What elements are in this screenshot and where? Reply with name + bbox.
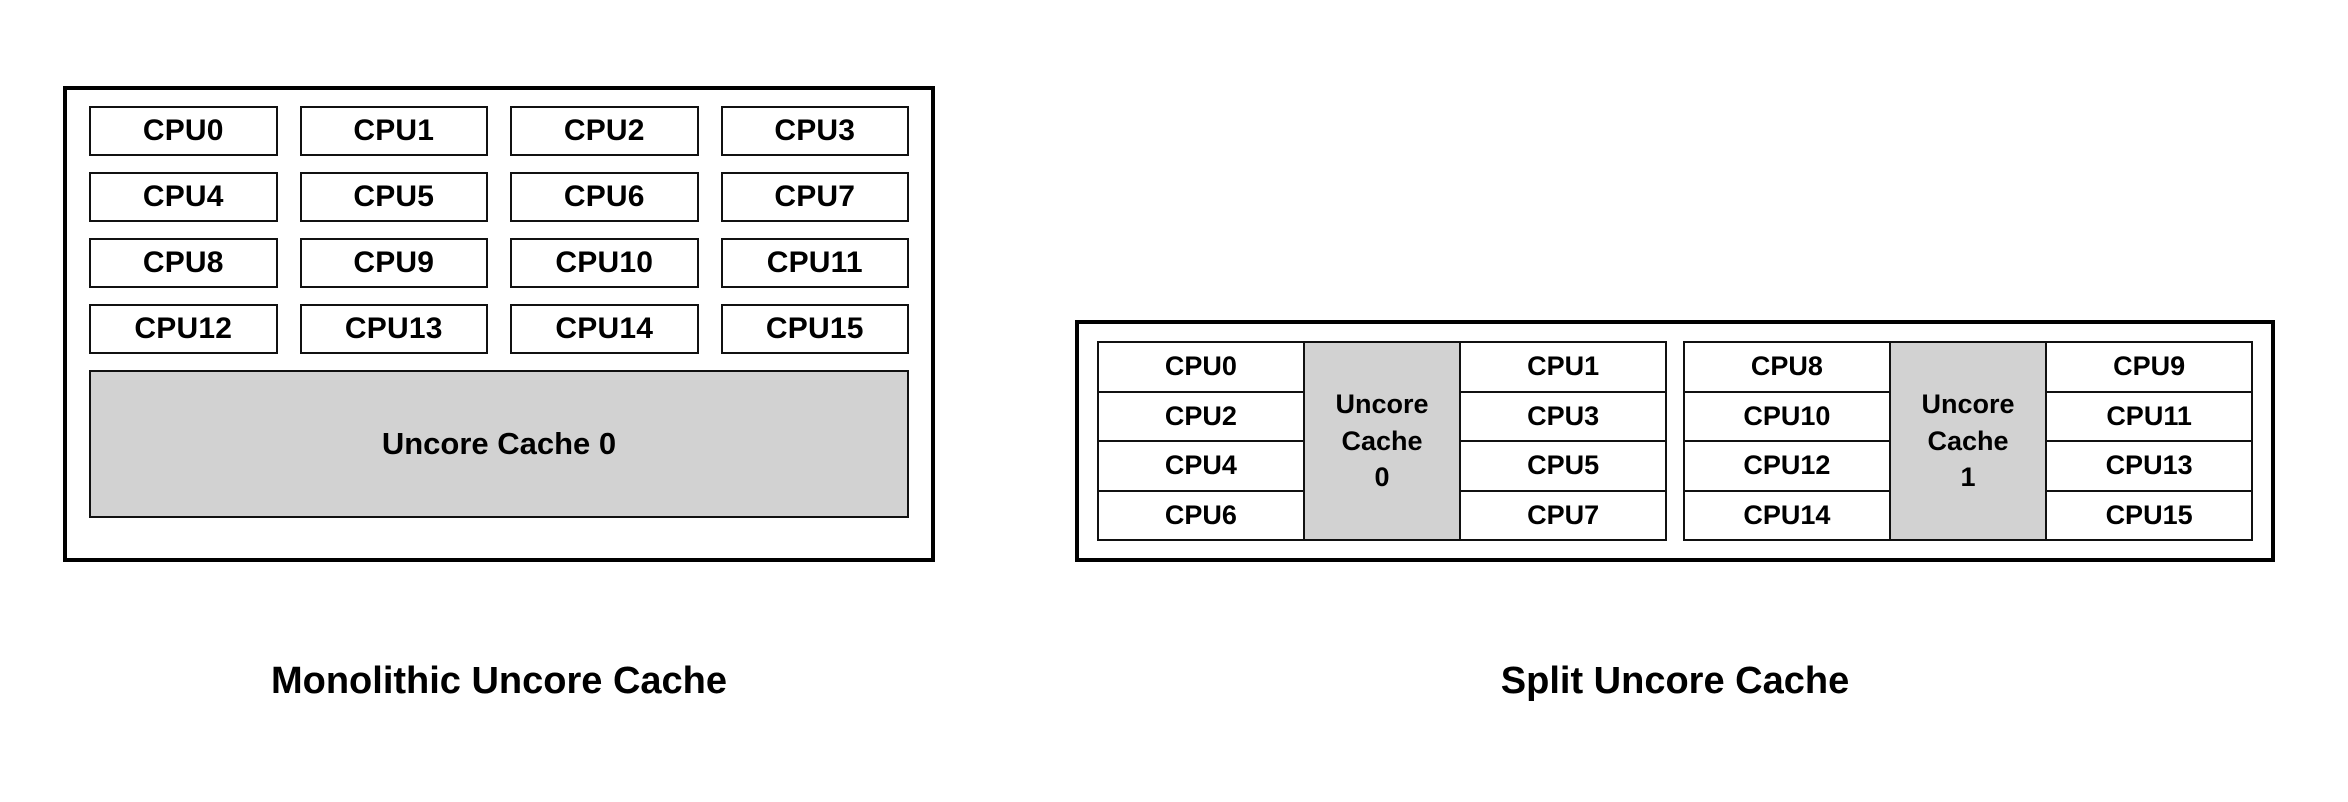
- cpu-box: CPU0: [89, 106, 278, 156]
- uncore-cache-label-line2: Cache: [1927, 425, 2009, 456]
- split-cluster: CPU0 CPU2 CPU4 CPU6 Uncore Cache 0 CPU1 …: [1097, 341, 1667, 541]
- cpu-box: CPU9: [2047, 343, 2251, 393]
- cpu-box: CPU14: [1685, 491, 1889, 539]
- cpu-box: CPU10: [510, 238, 699, 288]
- cpu-box: CPU7: [720, 172, 909, 222]
- split-cluster: CPU8 CPU10 CPU12 CPU14 Uncore Cache 1 CP…: [1683, 341, 2253, 541]
- cpu-row: CPU8 CPU9 CPU10 CPU11: [89, 238, 909, 288]
- cpu-box: CPU2: [510, 106, 699, 156]
- cpu-box: CPU14: [510, 304, 699, 354]
- split-uncore-diagram: CPU0 CPU2 CPU4 CPU6 Uncore Cache 0 CPU1 …: [1075, 320, 2275, 562]
- cpu-box: CPU4: [1099, 442, 1303, 492]
- cpu-box: CPU0: [1099, 343, 1303, 393]
- cpu-column-right: CPU1 CPU3 CPU5 CPU7: [1461, 343, 1665, 539]
- cpu-box: CPU5: [299, 172, 488, 222]
- cpu-row: CPU0 CPU1 CPU2 CPU3: [89, 106, 909, 156]
- cpu-box: CPU1: [1461, 343, 1665, 393]
- cpu-column-left: CPU8 CPU10 CPU12 CPU14: [1685, 343, 1889, 539]
- uncore-cache-box: Uncore Cache 1: [1888, 343, 2048, 539]
- cpu-box: CPU13: [2047, 442, 2251, 492]
- cpu-column-right: CPU9 CPU11 CPU13 CPU15: [2047, 343, 2251, 539]
- cpu-box: CPU12: [1685, 442, 1889, 492]
- cpu-box: CPU12: [89, 304, 278, 354]
- uncore-cache-label-line2: Cache: [1341, 425, 1423, 456]
- cpu-box: CPU3: [720, 106, 909, 156]
- uncore-cache-label-line3: 1: [1960, 462, 1976, 493]
- cpu-box: CPU15: [2047, 491, 2251, 539]
- cpu-box: CPU2: [1099, 392, 1303, 442]
- cpu-box: CPU4: [89, 172, 278, 222]
- cpu-box: CPU8: [89, 238, 278, 288]
- split-diagram-caption: Split Uncore Cache: [1500, 660, 1850, 702]
- monolithic-diagram-caption: Monolithic Uncore Cache: [270, 660, 728, 702]
- cpu-box: CPU7: [1461, 491, 1665, 539]
- cpu-box: CPU9: [299, 238, 488, 288]
- monolithic-uncore-diagram: CPU0 CPU1 CPU2 CPU3 CPU4 CPU5 CPU6 CPU7 …: [63, 86, 935, 562]
- cpu-column-left: CPU0 CPU2 CPU4 CPU6: [1099, 343, 1303, 539]
- cpu-box: CPU6: [510, 172, 699, 222]
- cpu-row: CPU12 CPU13 CPU14 CPU15: [89, 304, 909, 354]
- uncore-cache-label-line1: Uncore: [1335, 389, 1429, 420]
- uncore-cache-box: Uncore Cache 0: [1302, 343, 1462, 539]
- cpu-box: CPU13: [299, 304, 488, 354]
- monolithic-diagram-inner: CPU0 CPU1 CPU2 CPU3 CPU4 CPU5 CPU6 CPU7 …: [89, 106, 909, 542]
- cpu-box: CPU11: [720, 238, 909, 288]
- cpu-row: CPU4 CPU5 CPU6 CPU7: [89, 172, 909, 222]
- uncore-cache-box: Uncore Cache 0: [89, 370, 909, 518]
- cpu-box: CPU3: [1461, 392, 1665, 442]
- cpu-box: CPU5: [1461, 442, 1665, 492]
- cpu-box: CPU11: [2047, 392, 2251, 442]
- cpu-box: CPU15: [720, 304, 909, 354]
- cpu-box: CPU1: [299, 106, 488, 156]
- cpu-box: CPU10: [1685, 392, 1889, 442]
- uncore-cache-label-line1: Uncore: [1921, 389, 2015, 420]
- uncore-cache-label-line3: 0: [1374, 462, 1390, 493]
- cpu-box: CPU8: [1685, 343, 1889, 393]
- cpu-box: CPU6: [1099, 491, 1303, 539]
